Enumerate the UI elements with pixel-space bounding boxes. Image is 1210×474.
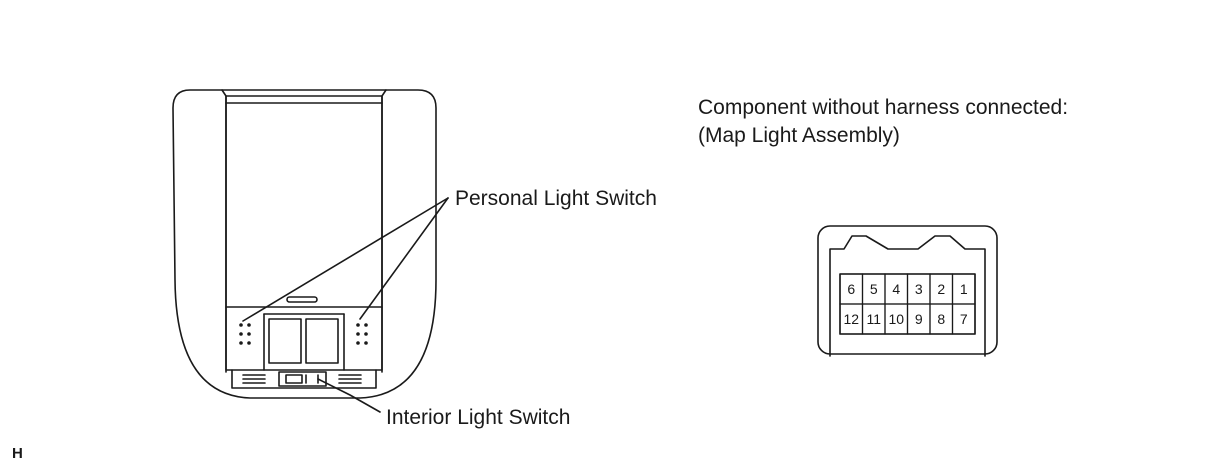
pin-6-label: 6 [847,281,855,297]
pin-3-label: 3 [915,281,923,297]
vent-right [338,374,362,384]
pin-9-label: 9 [915,311,923,327]
pin-7-label: 7 [960,311,968,327]
pin-4-label: 4 [892,281,900,297]
leader-interior [317,378,381,413]
pin-2-label: 2 [937,281,945,297]
personal-switch-dots-left [239,323,251,345]
component-title: Component without harness connected: [698,96,1069,119]
personal-switch-dots-right [356,323,368,345]
pin-8-label: 8 [937,311,945,327]
leader-personal-left [242,197,449,322]
personal-light-switch-label: Personal Light Switch [455,187,657,210]
switch-panel [225,306,383,371]
lens-slot [286,296,318,303]
leader-personal-right [359,197,449,320]
center-button-left [268,318,302,364]
pin-11-label: 11 [866,311,881,327]
center-button-right [305,318,339,364]
lens-panel [225,95,383,308]
interior-light-switch-label: Interior Light Switch [386,406,571,429]
pin-10-label: 10 [888,311,904,327]
corner-mark: H [12,445,23,462]
map-light-assembly [172,89,437,399]
pin-12-label: 12 [843,311,859,327]
vent-left [242,374,266,384]
bottom-panel [231,369,377,389]
pin-1-label: 1 [960,281,968,297]
pin-5-label: 5 [870,281,878,297]
connector-outline [817,225,998,355]
housing-outline [172,89,437,399]
component-subtitle: (Map Light Assembly) [698,124,900,147]
connector-body [829,235,986,357]
pin-cell [951,303,976,335]
